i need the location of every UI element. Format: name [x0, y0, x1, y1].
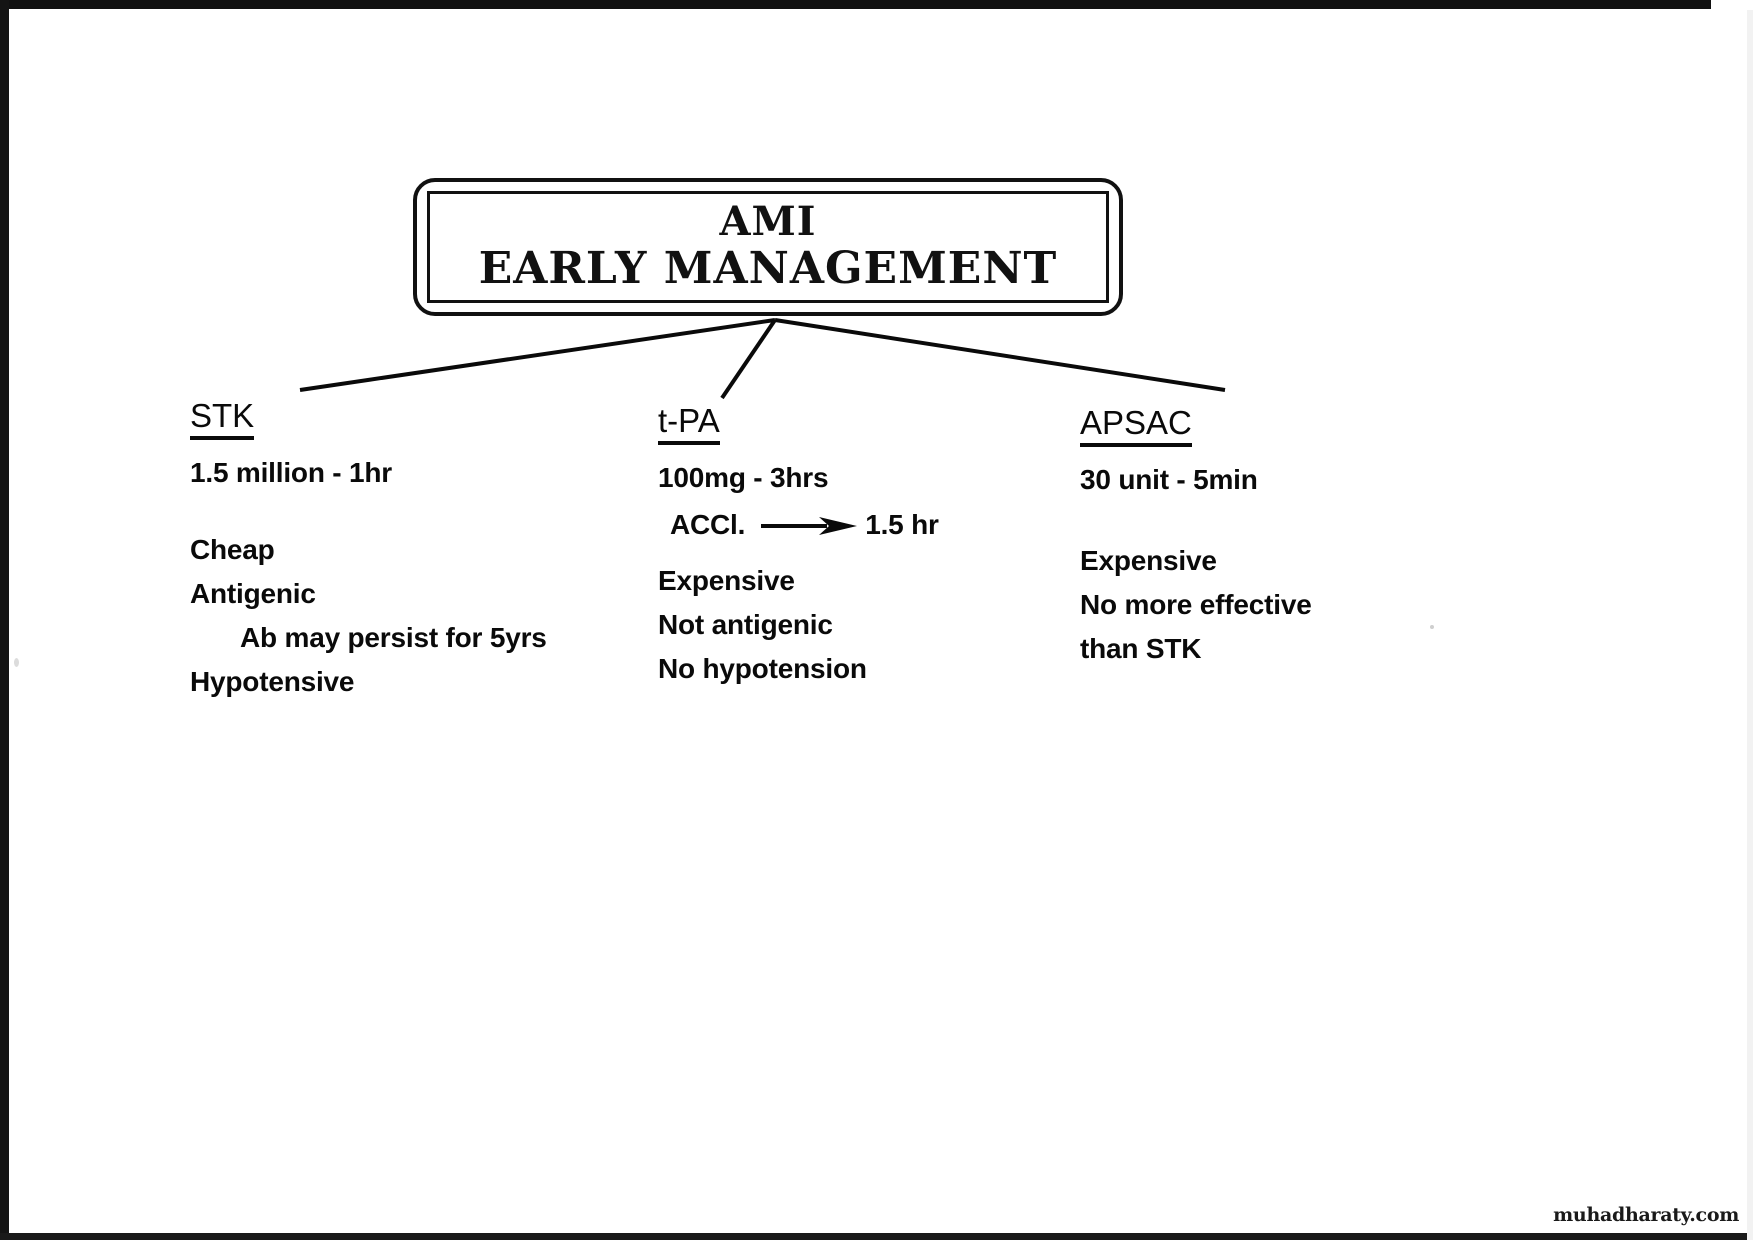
- title-box-inner-border: AMI EARLY MANAGEMENT: [427, 191, 1109, 303]
- branch-stk-dose: 1.5 million - 1hr: [190, 456, 392, 488]
- branch-tpa-bullet-list: Expensive Not antigenic No hypotension: [658, 559, 939, 692]
- branch-stk: STK 1.5 million - 1hr Cheap Antigenic Ab…: [190, 397, 547, 705]
- branch-apsac-heading: APSAC: [1080, 404, 1192, 447]
- connector-to-apsac: [774, 318, 1226, 392]
- list-item: Expensive: [1080, 544, 1217, 576]
- accl-value: 1.5 hr: [865, 508, 939, 540]
- branch-stk-heading: STK: [190, 397, 255, 440]
- arrow-right-icon: [761, 514, 858, 536]
- scan-edge-bottom: [0, 1233, 1753, 1240]
- list-item: Hypotensive: [190, 666, 355, 698]
- list-item: No hypotension: [658, 653, 867, 685]
- scan-speck: [1430, 625, 1434, 629]
- accl-label: ACCl.: [670, 508, 746, 540]
- scan-edge-right: [1747, 0, 1753, 1240]
- list-item: Not antigenic: [658, 608, 833, 640]
- list-item: Expensive: [658, 564, 795, 596]
- connector-to-stk: [299, 318, 776, 392]
- branch-stk-bullet-list: Cheap Antigenic Ab may persist for 5yrs …: [190, 528, 547, 705]
- list-item: Antigenic: [190, 577, 316, 609]
- branch-tpa-dose: 100mg - 3hrs: [658, 461, 829, 493]
- page-title-line-1: AMI: [719, 198, 817, 246]
- branch-apsac: APSAC 30 unit - 5min Expensive No more e…: [1080, 404, 1312, 672]
- accl-row: ACCl. 1.5 hr: [658, 509, 939, 541]
- branch-apsac-bullet-list: Expensive No more effective than STK: [1080, 539, 1312, 672]
- list-item: Cheap: [190, 533, 275, 565]
- branch-apsac-dose: 30 unit - 5min: [1080, 463, 1258, 495]
- scan-edge-top: [0, 0, 1753, 9]
- list-item: Ab may persist for 5yrs: [240, 622, 547, 654]
- title-box: AMI EARLY MANAGEMENT: [413, 178, 1123, 316]
- connector-to-tpa: [720, 318, 777, 400]
- scan-edge-left: [0, 0, 9, 1240]
- scan-corner-top-right: [1711, 0, 1753, 10]
- page-title-line-2: EARLY MANAGEMENT: [478, 242, 1058, 294]
- branch-tpa-heading: t-PA: [658, 402, 720, 445]
- scan-speck: [14, 658, 19, 667]
- watermark: muhadharaty.com: [1553, 1204, 1739, 1226]
- list-item: than STK: [1080, 633, 1202, 665]
- branch-tpa: t-PA 100mg - 3hrs ACCl. 1.5 hr Expensive…: [658, 402, 939, 692]
- list-item: No more effective: [1080, 588, 1312, 620]
